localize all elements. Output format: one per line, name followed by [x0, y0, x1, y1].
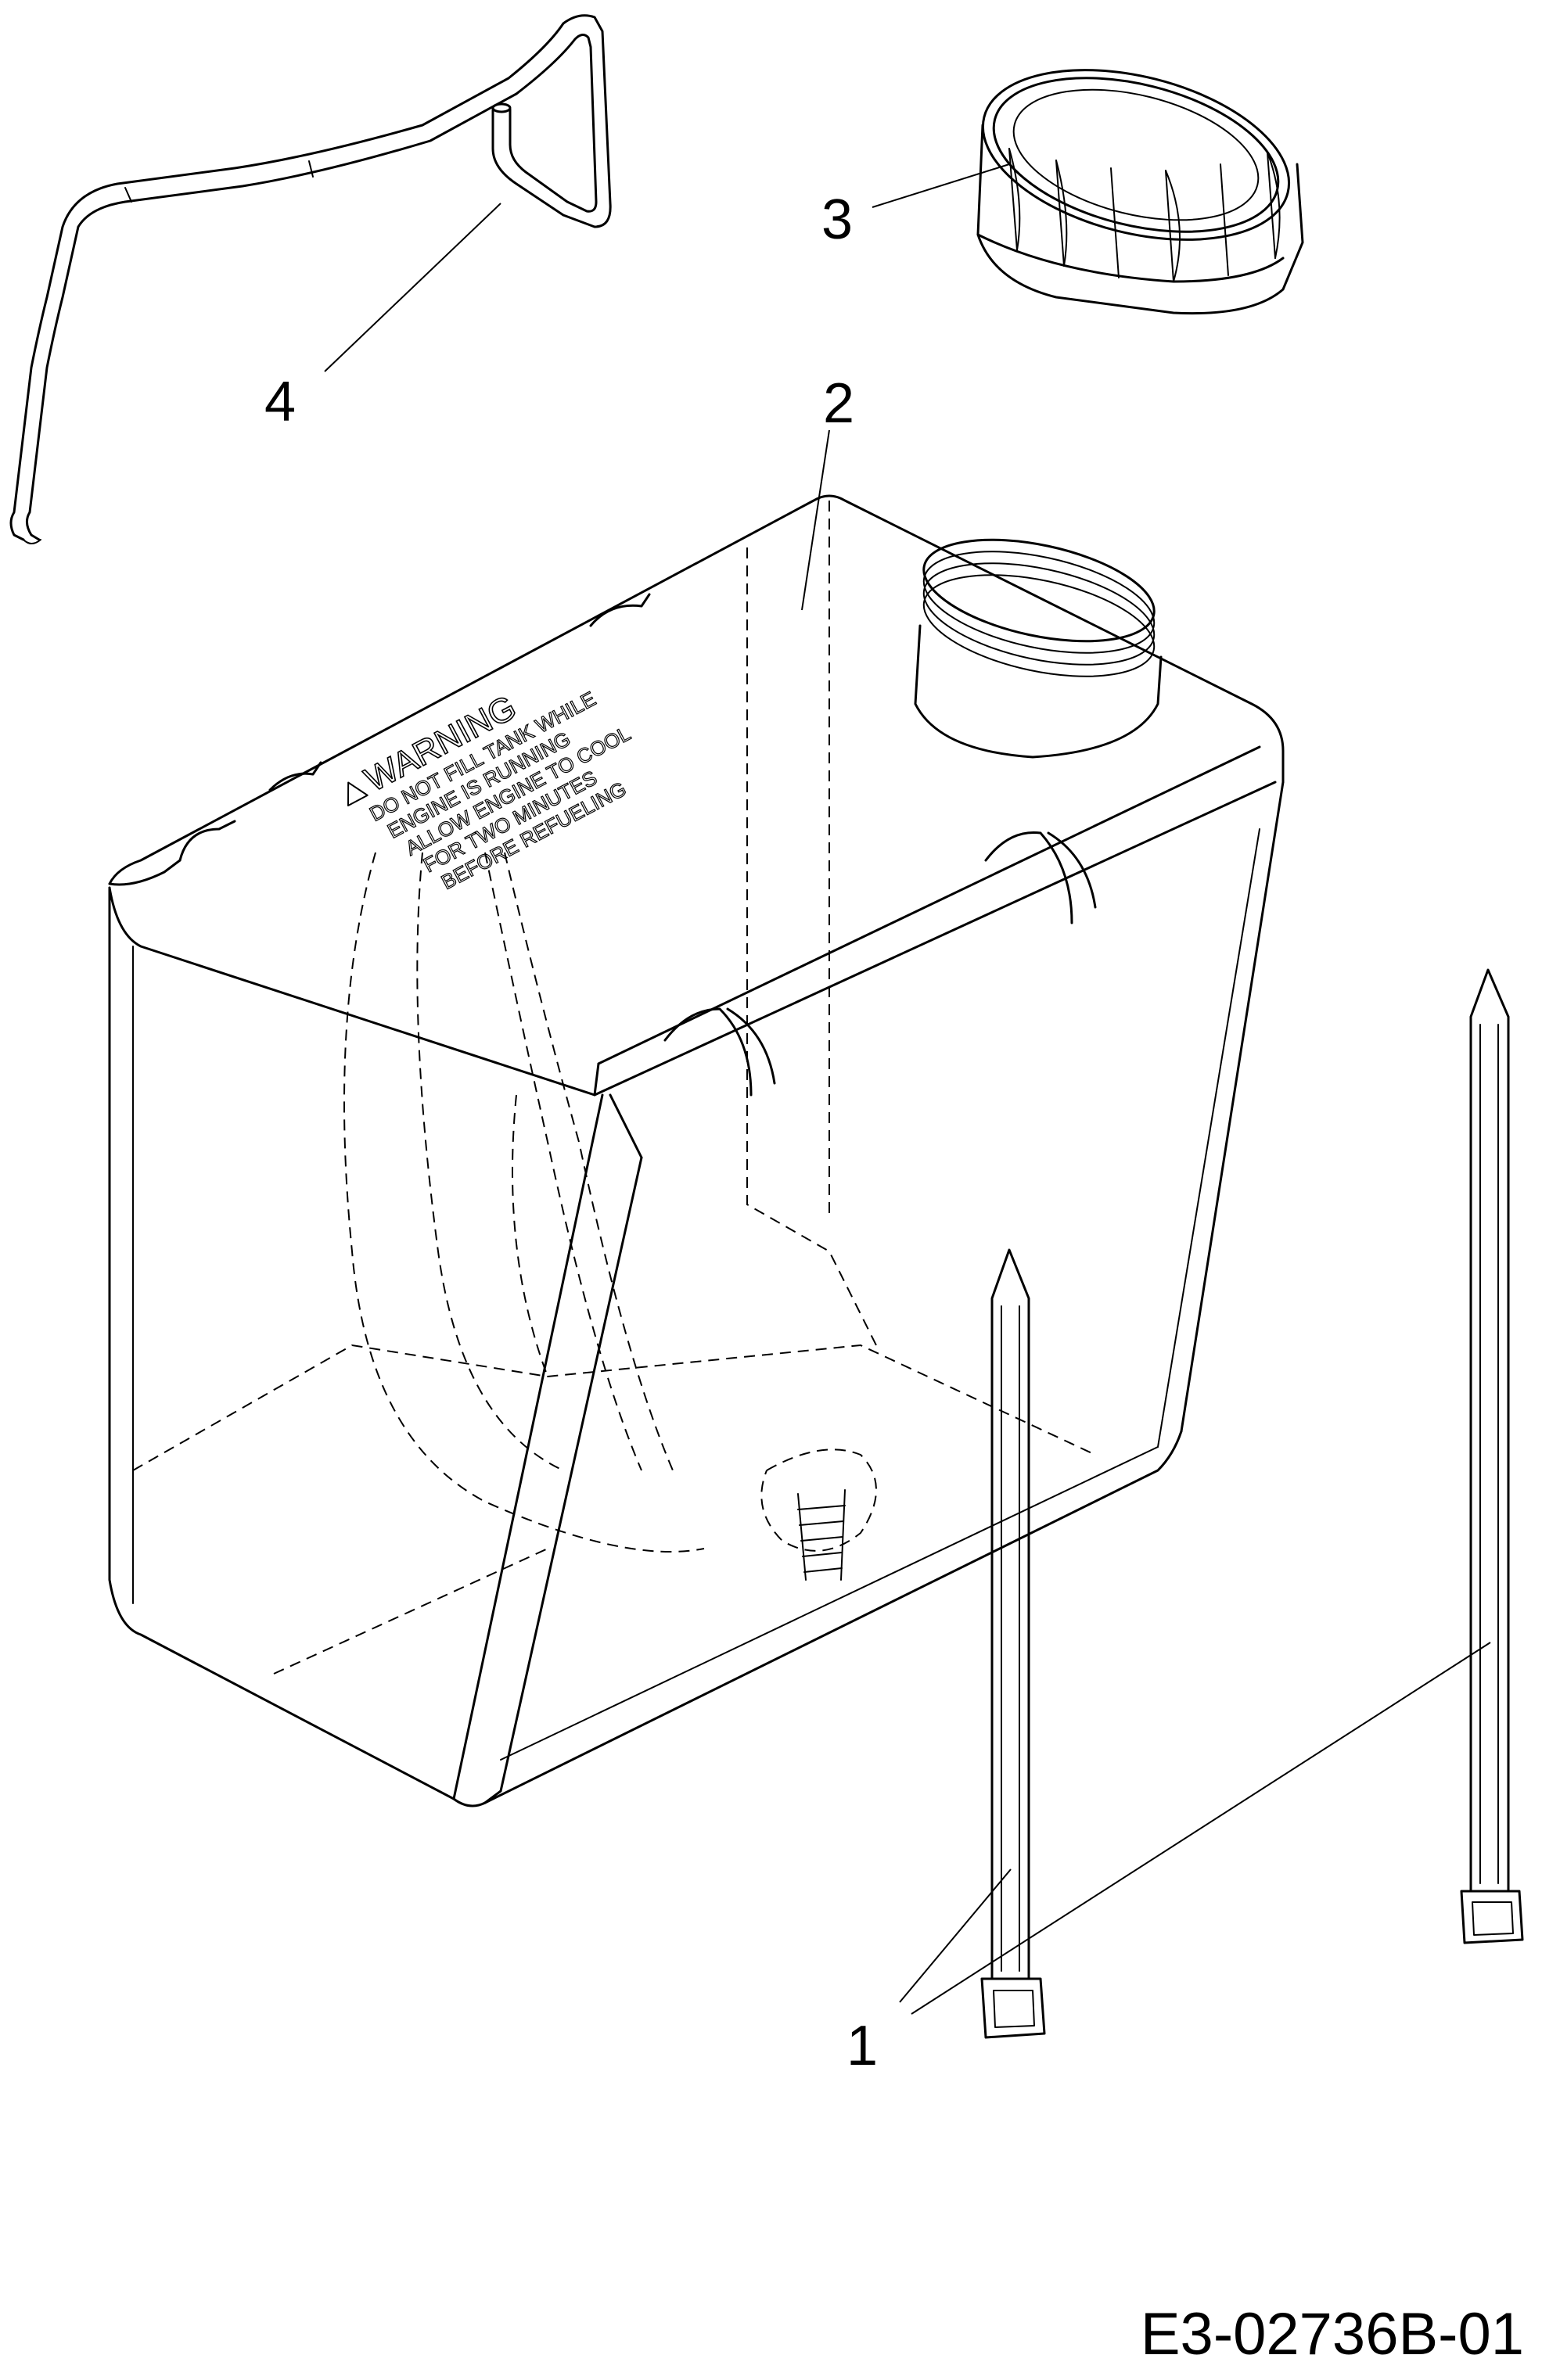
leader-lines	[324, 163, 1491, 2015]
fuel-cap-part-3	[976, 69, 1304, 315]
drawing-number: E3-02736B-01	[1141, 2301, 1524, 2367]
cable-tie-part-1-left	[980, 1248, 1046, 2039]
wire-bracket-part-4	[9, 14, 612, 544]
callout-1: 1	[846, 2015, 878, 2077]
fuel-tank-part-2	[108, 494, 1285, 1807]
callout-2: 2	[823, 372, 854, 435]
warning-decal: WARNING DO NOT FILL TANK WHILE ENGINE IS…	[347, 686, 634, 895]
callout-3: 3	[821, 188, 853, 251]
callout-4: 4	[264, 371, 296, 433]
cable-tie-part-1-right	[1460, 968, 1524, 1944]
